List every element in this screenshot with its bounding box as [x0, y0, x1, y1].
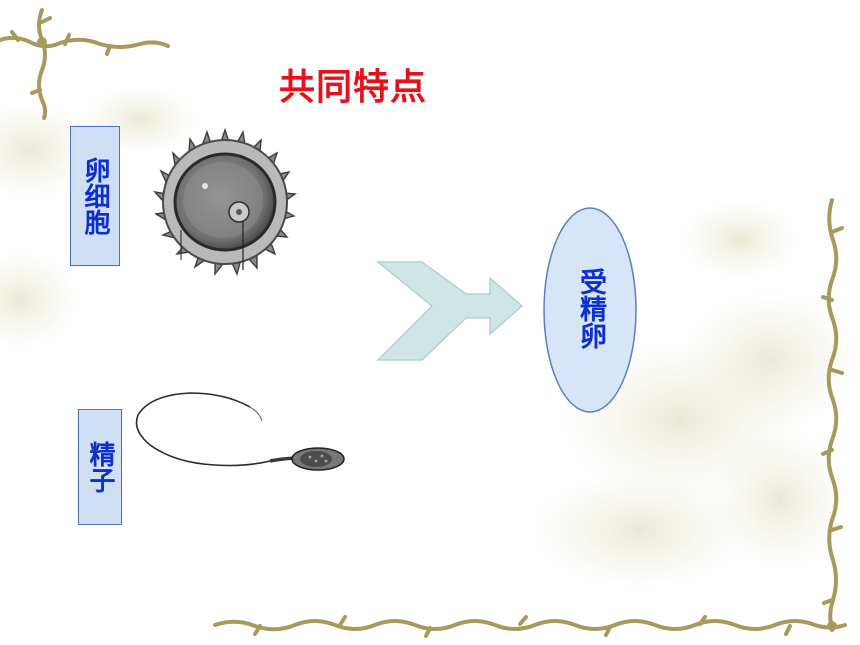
merge-arrow: [375, 261, 524, 361]
egg-cell-illustration: [153, 127, 297, 277]
sperm-illustration: [135, 392, 345, 471]
vine-bottom: [213, 615, 847, 638]
slide-title: 共同特点: [278, 67, 427, 108]
zygote-label: 受精卵: [575, 267, 606, 349]
zygote-ellipse: [543, 207, 637, 413]
vine-right: [821, 198, 844, 632]
sperm-label: 精子: [78, 409, 122, 525]
vine-top-left: [0, 8, 170, 120]
egg-cell-label: 卵细胞: [70, 126, 120, 266]
